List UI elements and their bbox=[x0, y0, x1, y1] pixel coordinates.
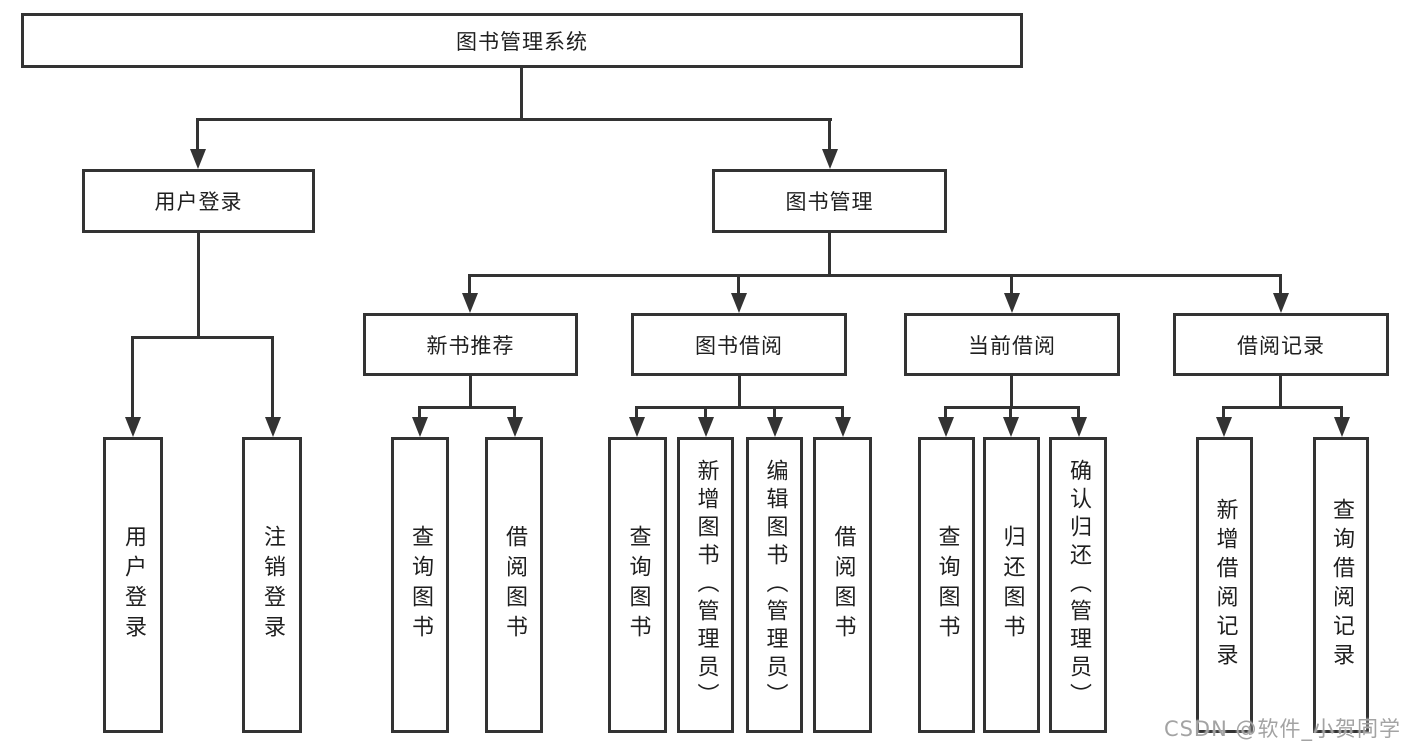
connector-stub bbox=[1279, 376, 1282, 408]
connector-arrow-line bbox=[828, 118, 831, 152]
node-book-borrow: 图书借阅 bbox=[631, 313, 847, 376]
connector-arrow-line bbox=[131, 336, 134, 421]
connector-arrow-line bbox=[468, 274, 471, 296]
leaf-label: 用户登录 bbox=[121, 525, 146, 645]
connector-arrow-line bbox=[1077, 406, 1080, 420]
leaf-borrow-books: 借阅图书 bbox=[813, 437, 872, 733]
connector-arrow-line bbox=[513, 406, 516, 420]
arrow-down-icon bbox=[629, 417, 645, 437]
connector-root-branch bbox=[196, 118, 832, 121]
arrow-down-icon bbox=[1273, 293, 1289, 313]
node-label: 图书管理 bbox=[785, 190, 874, 214]
arrow-down-icon bbox=[835, 417, 851, 437]
leaf-edit-books-admin: 编辑图书（管理员） bbox=[746, 437, 803, 733]
node-root: 图书管理系统 bbox=[21, 13, 1023, 68]
arrow-down-icon bbox=[1216, 417, 1232, 437]
connector-arrow-line bbox=[196, 118, 199, 152]
leaf-add-books-admin: 新增图书（管理员） bbox=[677, 437, 734, 733]
connector-arrow-line bbox=[704, 406, 707, 420]
leaf-return-books: 归还图书 bbox=[983, 437, 1040, 733]
leaf-query-books-current: 查询图书 bbox=[918, 437, 975, 733]
connector-arrow-line bbox=[271, 336, 274, 421]
csdn-watermark: CSDN @软件_小贺同学 bbox=[1163, 717, 1401, 741]
leaf-query-books-recommend: 查询图书 bbox=[391, 437, 449, 733]
connector-book-mgmt-stub bbox=[828, 233, 831, 277]
leaf-label: 借阅图书 bbox=[502, 525, 527, 645]
connector-branch bbox=[944, 406, 1080, 409]
arrow-down-icon bbox=[731, 293, 747, 313]
connector-arrow-line bbox=[635, 406, 638, 420]
connector-branch bbox=[418, 406, 516, 409]
leaf-add-borrow-record: 新增借阅记录 bbox=[1196, 437, 1253, 733]
leaf-label: 归还图书 bbox=[999, 525, 1025, 645]
arrow-down-icon bbox=[507, 417, 523, 437]
node-label: 图书借阅 bbox=[695, 333, 783, 358]
arrow-down-icon bbox=[190, 149, 206, 169]
connector-arrow-line bbox=[1010, 274, 1013, 296]
connector-arrow-line bbox=[418, 406, 421, 420]
leaf-label: 查询图书 bbox=[934, 525, 960, 645]
node-borrow-records: 借阅记录 bbox=[1173, 313, 1389, 376]
connector-book-mgmt-branch bbox=[468, 274, 1282, 277]
leaf-query-borrow-record: 查询借阅记录 bbox=[1313, 437, 1369, 733]
arrow-down-icon bbox=[698, 417, 714, 437]
arrow-down-icon bbox=[1003, 417, 1019, 437]
leaf-label: 新增借阅记录 bbox=[1212, 498, 1238, 672]
node-user-login: 用户登录 bbox=[82, 169, 315, 233]
leaf-label: 编辑图书（管理员） bbox=[762, 459, 788, 711]
node-book-management: 图书管理 bbox=[712, 169, 947, 233]
connector-arrow-line bbox=[1279, 274, 1282, 296]
connector-arrow-line bbox=[1009, 406, 1012, 420]
arrow-down-icon bbox=[1334, 417, 1350, 437]
leaf-label: 查询借阅记录 bbox=[1329, 498, 1354, 672]
node-label: 图书管理系统 bbox=[456, 29, 588, 54]
arrow-down-icon bbox=[412, 417, 428, 437]
arrow-down-icon bbox=[265, 417, 281, 437]
arrow-down-icon bbox=[1071, 417, 1087, 437]
leaf-label: 查询图书 bbox=[408, 525, 433, 645]
connector-arrow-line bbox=[737, 274, 740, 296]
connector-root-stub bbox=[520, 68, 523, 120]
connector-branch bbox=[1222, 406, 1343, 409]
connector-stub bbox=[469, 376, 472, 408]
arrow-down-icon bbox=[822, 149, 838, 169]
arrow-down-icon bbox=[767, 417, 783, 437]
leaf-label: 注销登录 bbox=[260, 525, 285, 645]
node-label: 新书推荐 bbox=[426, 333, 515, 358]
connector-user-login-branch bbox=[131, 336, 274, 339]
connector-arrow-line bbox=[841, 406, 844, 420]
node-label: 用户登录 bbox=[154, 190, 243, 214]
connector-branch bbox=[635, 406, 844, 409]
leaf-user-login: 用户登录 bbox=[103, 437, 163, 733]
arrow-down-icon bbox=[938, 417, 954, 437]
leaf-label: 查询图书 bbox=[625, 525, 651, 645]
leaf-logout: 注销登录 bbox=[242, 437, 302, 733]
node-label: 借阅记录 bbox=[1237, 333, 1325, 358]
node-current-borrow: 当前借阅 bbox=[904, 313, 1120, 376]
connector-arrow-line bbox=[773, 406, 776, 420]
connector-user-login-stub bbox=[197, 233, 200, 338]
leaf-label: 新增图书（管理员） bbox=[693, 459, 719, 711]
connector-arrow-line bbox=[944, 406, 947, 420]
leaf-confirm-return-admin: 确认归还（管理员） bbox=[1049, 437, 1107, 733]
connector-arrow-line bbox=[1222, 406, 1225, 420]
connector-stub bbox=[738, 376, 741, 408]
connector-arrow-line bbox=[1340, 406, 1343, 420]
leaf-borrow-books-recommend: 借阅图书 bbox=[485, 437, 543, 733]
arrow-down-icon bbox=[462, 293, 478, 313]
leaf-query-books-borrow: 查询图书 bbox=[608, 437, 667, 733]
leaf-label: 借阅图书 bbox=[830, 525, 856, 645]
arrow-down-icon bbox=[1004, 293, 1020, 313]
connector-stub bbox=[1010, 376, 1013, 408]
arrow-down-icon bbox=[125, 417, 141, 437]
leaf-label: 确认归还（管理员） bbox=[1066, 459, 1091, 711]
node-new-book-recommend: 新书推荐 bbox=[363, 313, 578, 376]
node-label: 当前借阅 bbox=[968, 333, 1056, 358]
